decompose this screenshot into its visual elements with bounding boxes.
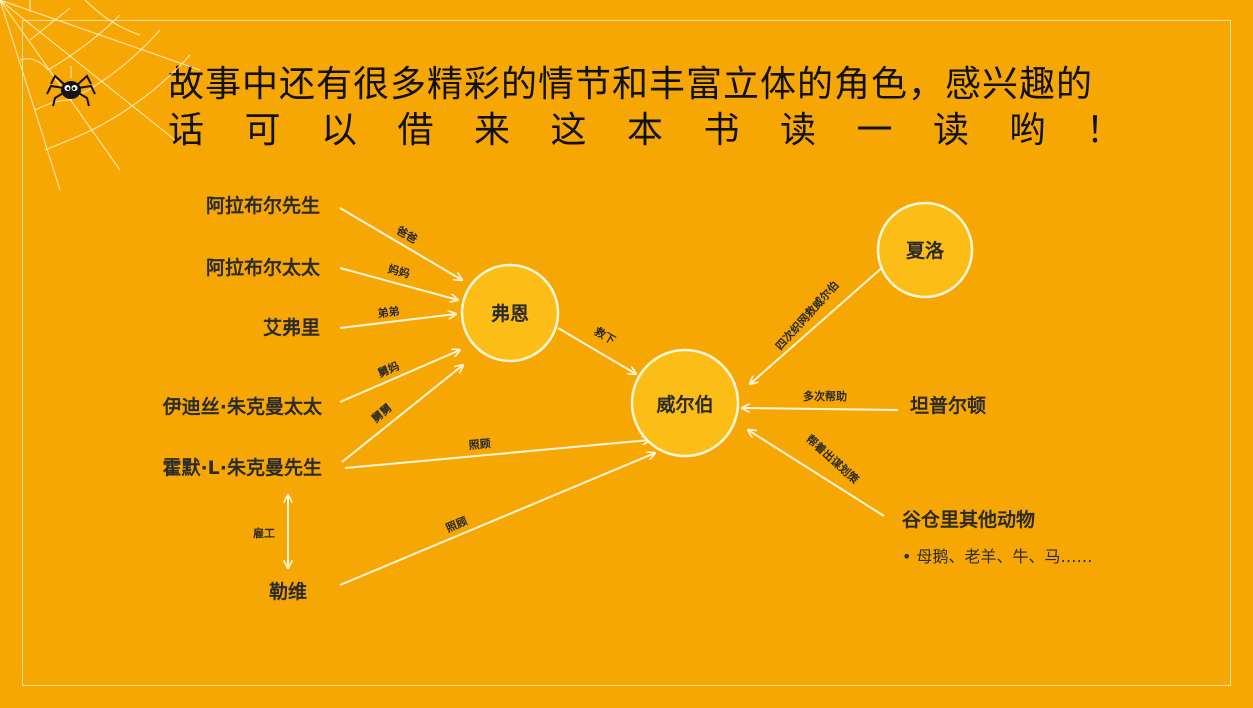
rel-rescue: 救下: [592, 324, 618, 347]
label-barn-animals-sub: • 母鹅、老羊、牛、马……: [902, 547, 1093, 566]
label-lurvy: 勒维: [269, 580, 307, 603]
label-barn-animals: 谷仓里其他动物: [902, 508, 1035, 531]
node-fern-label: 弗恩: [491, 302, 529, 325]
relation-arrows: [288, 207, 899, 586]
title-char: 这: [550, 110, 588, 151]
label-mr-zuckerman: 霍默·L·朱克曼先生: [162, 456, 322, 479]
label-templeton: 坦普尔顿: [910, 394, 986, 417]
arrow-mr-zuckerman-wilbur: [344, 440, 650, 469]
title-char: 本: [627, 110, 665, 151]
rel-uncle: 舅舅: [369, 401, 395, 426]
arrow-mrs-zuckerman-fern: [339, 350, 460, 403]
arrow-animals-wilbur: [748, 430, 885, 517]
node-fern: 弗恩: [460, 263, 560, 363]
arrow-charlotte-wilbur: [750, 265, 885, 384]
label-mrs-arable: 阿拉布尔太太: [206, 256, 321, 279]
title-char: 来: [474, 110, 512, 151]
node-wilbur: 威尔伯: [630, 348, 740, 458]
title-char: 话: [168, 110, 206, 151]
rel-plan: 帮着出谋划策: [803, 432, 862, 487]
title-line-1: 故事中还有很多精彩的情节和丰富立体的角色，感兴趣的: [168, 64, 1094, 105]
label-mrs-zuckerman: 伊迪丝·朱克曼太太: [162, 395, 323, 418]
title-char: 可: [244, 110, 282, 151]
title-line-2: 话可以借来这本书读一读哟！: [168, 108, 1122, 154]
rel-web-save: 四次织网救威尔伯: [772, 278, 841, 353]
title-char: 书: [703, 110, 741, 151]
rel-brother: 弟弟: [377, 304, 401, 321]
title-char: ！: [1086, 110, 1124, 151]
rel-hired: 雇工: [253, 526, 275, 540]
title-char: 一: [856, 110, 894, 151]
rel-mom: 妈妈: [387, 262, 412, 281]
title-char: 读: [780, 110, 818, 151]
slide-title: 故事中还有很多精彩的情节和丰富立体的角色，感兴趣的 话可以借来这本书读一读哟！: [168, 62, 1122, 154]
spider-web-decoration: [0, 0, 201, 191]
title-char: 以: [321, 110, 359, 151]
arrow-lurvy-wilbur: [339, 453, 655, 586]
rel-care-1: 照顾: [468, 437, 491, 452]
people-labels: 阿拉布尔先生 阿拉布尔太太 艾弗里 伊迪丝·朱克曼太太 霍默·L·朱克曼先生 勒…: [162, 194, 1093, 603]
spider-icon: [46, 66, 96, 107]
arrow-mrs-arable-fern: [339, 267, 458, 300]
rel-help-many: 多次帮助: [803, 389, 847, 403]
label-mr-arable: 阿拉布尔先生: [206, 194, 320, 217]
label-avery: 艾弗里: [263, 316, 320, 339]
arrow-templeton-wilbur: [742, 408, 899, 410]
arrow-mr-zuckerman-fern: [341, 365, 463, 463]
node-charlotte-label: 夏洛: [906, 239, 945, 262]
node-wilbur-label: 威尔伯: [656, 393, 713, 416]
arrow-mr-arable-fern: [339, 207, 462, 280]
arrow-avery-fern: [339, 314, 456, 329]
node-charlotte: 夏洛: [876, 201, 974, 299]
arrow-fern-wilbur: [557, 327, 636, 374]
title-char: 读: [933, 110, 971, 151]
title-char: 哟: [1009, 110, 1047, 151]
title-char: 借: [397, 110, 435, 151]
